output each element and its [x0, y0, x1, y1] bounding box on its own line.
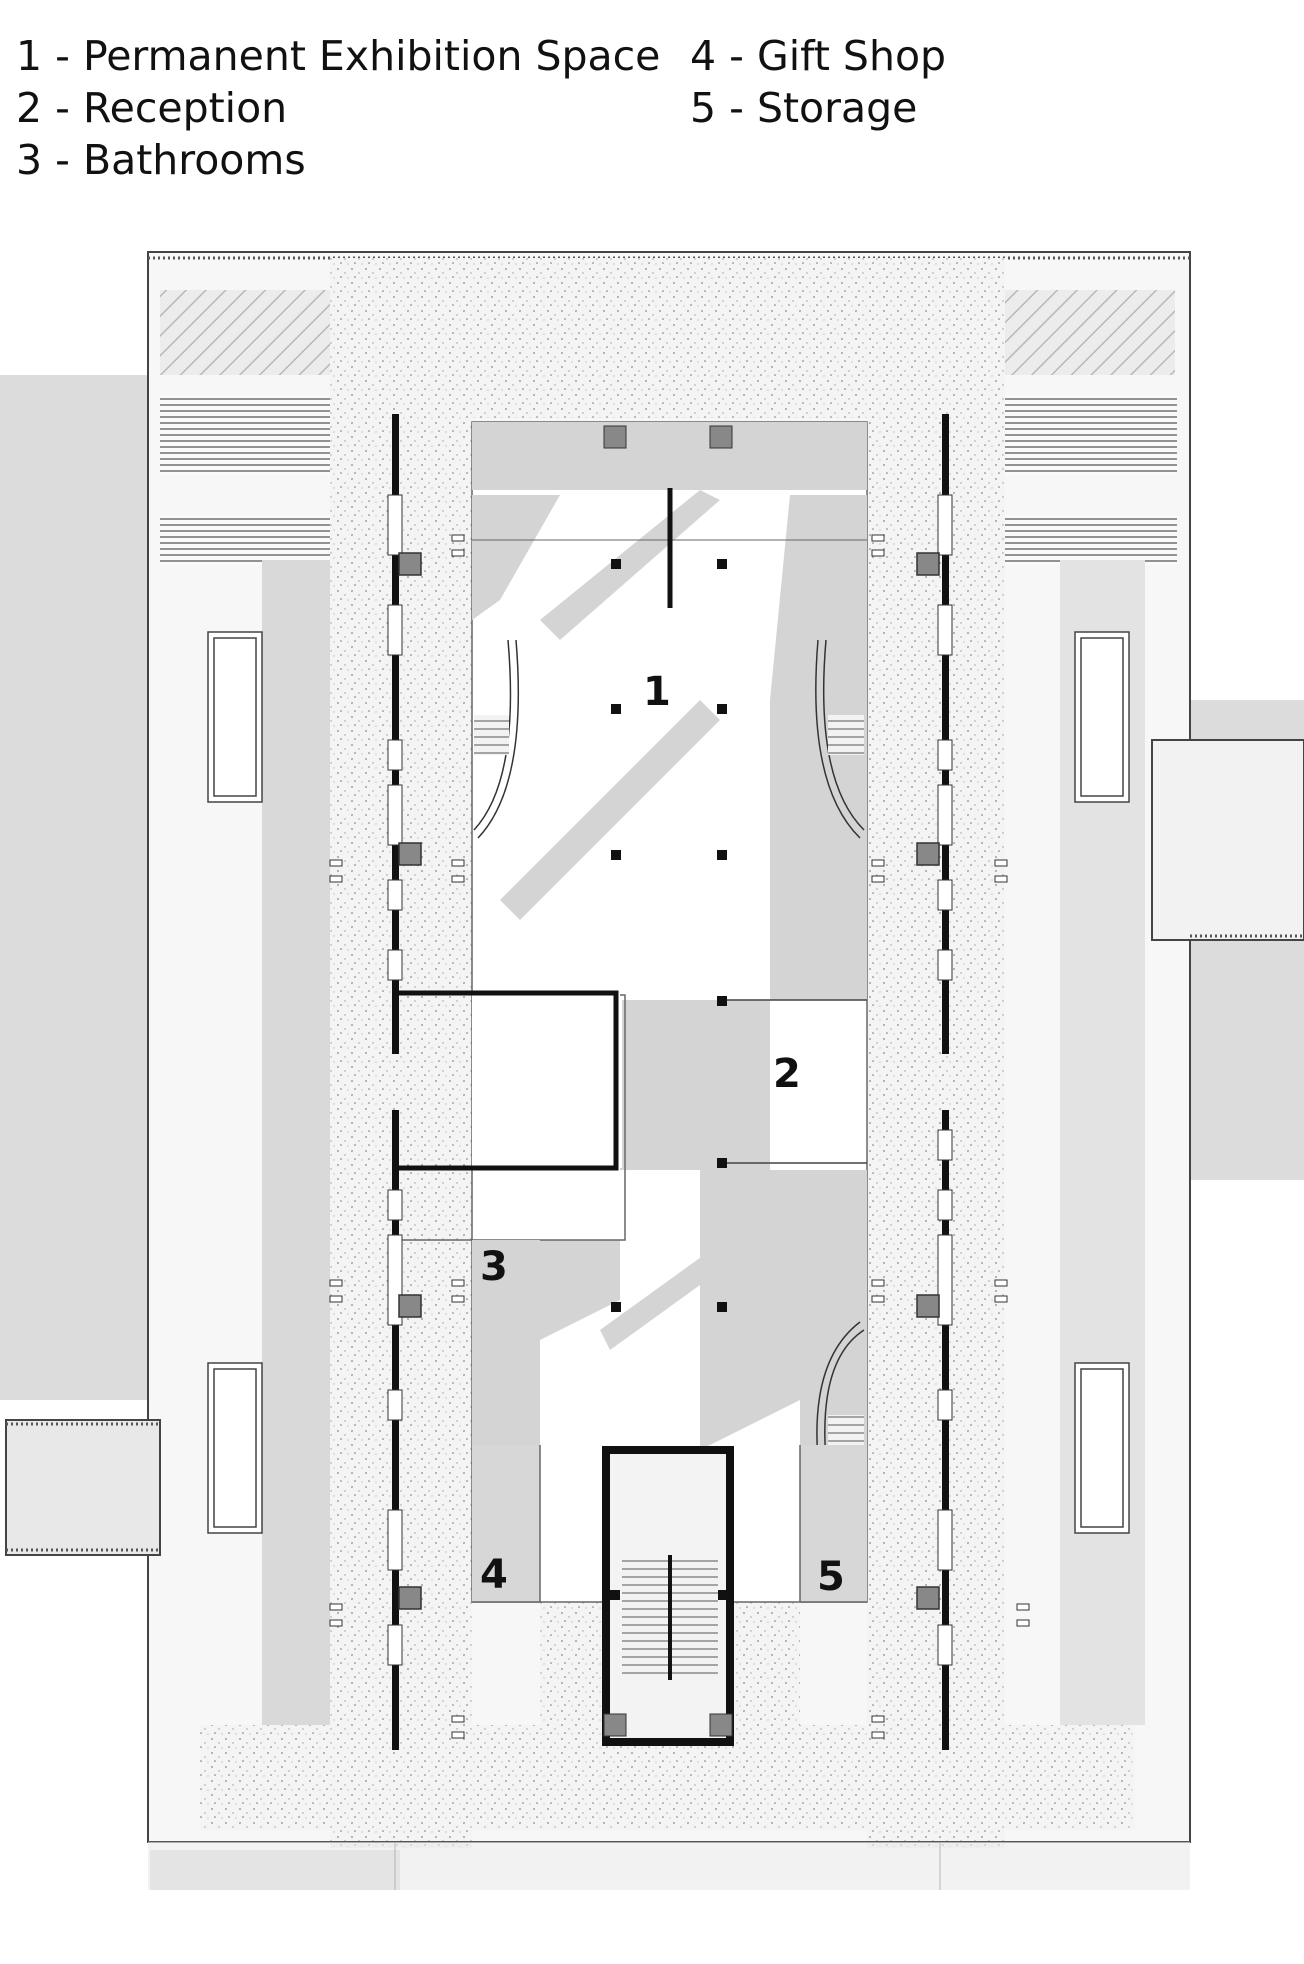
north-terrace	[330, 258, 1005, 418]
display-cases	[207, 631, 1130, 1534]
bathroom-room	[472, 993, 622, 1168]
stair-flight-left	[622, 1558, 668, 1676]
legend-item-3: 3 - Bathrooms	[16, 136, 306, 184]
east-gallery-floor	[867, 418, 1005, 1848]
room-label-5: 5	[817, 1554, 845, 1600]
stair-treads-ne	[828, 715, 864, 755]
wall-columns	[398, 552, 940, 1610]
glazing-walls	[392, 414, 949, 1750]
room-labels: 1 2 3 4 5	[480, 669, 845, 1600]
mullion-panels	[387, 494, 953, 1666]
steps-left-bottom	[160, 515, 330, 565]
bench-marks	[329, 534, 1030, 1739]
legend-item-2: 2 - Reception	[16, 84, 288, 132]
column-top-left	[603, 425, 627, 449]
room-label-2: 2	[773, 1051, 801, 1097]
steps-left-top	[160, 395, 330, 475]
curved-stairs	[473, 639, 865, 1461]
stair-flight-right	[672, 1558, 718, 1676]
steps-right-top	[1005, 395, 1177, 475]
legend-item-4: 4 - Gift Shop	[690, 32, 947, 80]
room-label-1: 1	[643, 669, 671, 715]
steps-right-bottom	[1005, 515, 1177, 565]
column-top-right	[709, 425, 733, 449]
hall-shadows	[472, 422, 867, 1600]
legend: 1 - Permanent Exhibition Space 2 - Recep…	[0, 0, 1304, 200]
stair-treads-nw	[474, 715, 509, 755]
storage-area	[800, 1445, 867, 1602]
east-entrance	[1151, 739, 1304, 941]
room-label-3: 3	[480, 1244, 508, 1290]
west-entrance	[5, 1419, 161, 1556]
room-label-4: 4	[480, 1552, 508, 1598]
legend-item-1: 1 - Permanent Exhibition Space	[16, 32, 661, 80]
west-shade-band	[262, 560, 330, 1725]
legend-item-5: 5 - Storage	[690, 84, 918, 132]
